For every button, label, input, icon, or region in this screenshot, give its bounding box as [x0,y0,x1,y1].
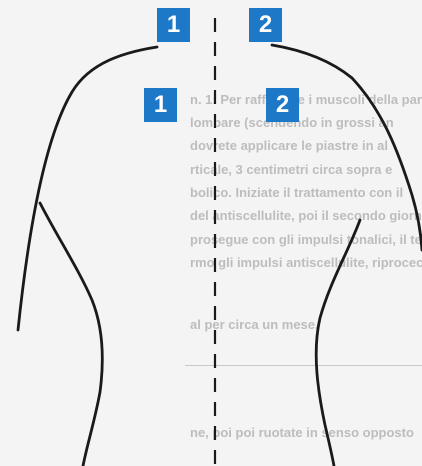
electrode-pad-label: 2 [259,11,272,38]
right-torso-outline [316,220,360,466]
electrode-pad-1-upper: 1 [157,8,190,42]
electrode-pad-2-lower: 2 [266,88,299,122]
right-shoulder-arm-outline [272,45,422,250]
electrode-pad-2-upper: 2 [249,8,282,42]
electrode-pad-1-lower: 1 [144,88,177,122]
electrode-pad-label: 1 [154,91,167,118]
electrode-pad-label: 2 [276,91,289,118]
left-torso-outline [40,203,102,466]
electrode-pad-label: 1 [167,11,180,38]
